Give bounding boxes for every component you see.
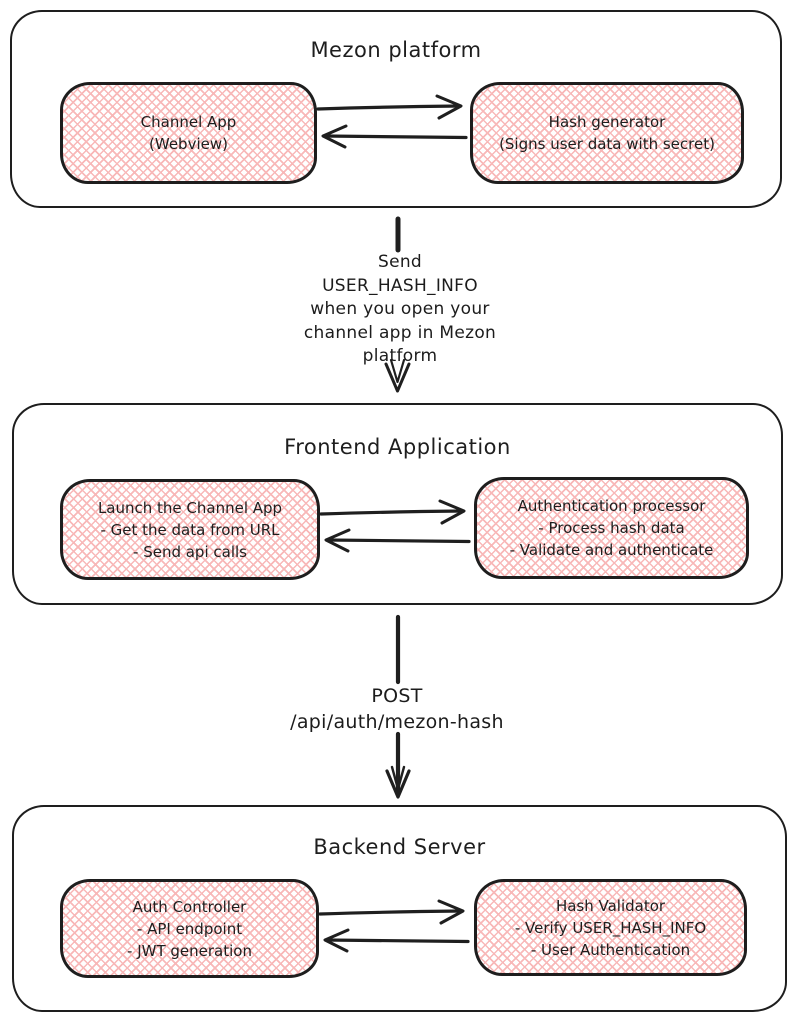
node-text-line: Hash Validator xyxy=(555,896,666,915)
node-text-line: Hash generator xyxy=(548,113,666,131)
node-text-line: - API endpoint xyxy=(136,919,243,938)
authentication-processor-node: Authentication processor - Process hash … xyxy=(474,477,749,579)
hash-generator-node: Hash generator (Signs user data with sec… xyxy=(470,82,744,184)
launch-channel-app-node: Launch the Channel App - Get the data fr… xyxy=(60,479,320,580)
node-text-line: Channel App xyxy=(140,113,237,131)
arrow-left-shaft xyxy=(322,134,468,140)
arrow-down-head-inner xyxy=(390,765,406,791)
connector-arrow-post-hash xyxy=(385,614,411,799)
connector-label-line: when you open your xyxy=(310,299,490,319)
mezon-platform-container: Mezon platform Channel App (Webview) Has… xyxy=(10,10,782,208)
node-text-line: Launch the Channel App xyxy=(97,498,283,517)
arrow-left-head-icon xyxy=(323,928,350,953)
arrow-down-head-icon xyxy=(385,769,411,799)
connector-label-line: Send xyxy=(377,252,422,272)
section-title-mezon-platform: Mezon platform xyxy=(310,38,482,62)
backend-server-container: Backend Server Auth Controller - API end… xyxy=(12,805,787,1012)
node-text-line: - User Authentication xyxy=(530,940,691,959)
connector-label-send-hash: Send USER_HASH_INFO when you open your c… xyxy=(270,251,530,369)
connector-label-post-endpoint: POST /api/auth/mezon-hash xyxy=(267,683,527,735)
node-text-line: - JWT generation xyxy=(127,941,252,960)
arrow-right-shaft xyxy=(319,509,465,516)
arrow-left-shaft xyxy=(324,938,470,944)
connector-arrow-send-hash xyxy=(384,216,411,393)
node-text-line: - Send api calls xyxy=(133,542,247,561)
arrow-right-shaft xyxy=(318,909,464,916)
arrow-right-shaft xyxy=(316,104,462,111)
hash-validator-node: Hash Validator - Verify USER_HASH_INFO -… xyxy=(474,879,747,976)
arrow-left-head-icon xyxy=(324,528,351,553)
arrow-down-head-inner xyxy=(389,358,406,384)
connector-label-line: POST xyxy=(371,685,423,707)
arrow-right-head-icon xyxy=(437,899,465,925)
node-text-line: (Webview) xyxy=(149,135,228,153)
section-title-frontend-application: Frontend Application xyxy=(284,435,511,459)
connector-label-line: /api/auth/mezon-hash xyxy=(290,711,504,733)
node-text-line: Auth Controller xyxy=(132,897,247,916)
node-text-line: - Process hash data xyxy=(538,519,685,537)
connector-label-line: channel app in Mezon xyxy=(303,322,497,343)
channel-app-node: Channel App (Webview) xyxy=(60,82,317,184)
connector-label-line: USER_HASH_INFO xyxy=(322,275,478,296)
node-text-line: - Verify USER_HASH_INFO xyxy=(514,918,707,937)
node-text-line: Authentication processor xyxy=(517,497,706,515)
section-title-backend-server: Backend Server xyxy=(313,835,486,859)
arrow-left-shaft xyxy=(325,538,471,544)
mezon-double-arrow xyxy=(316,94,468,149)
frontend-double-arrow xyxy=(319,499,471,553)
frontend-application-container: Frontend Application Launch the Channel … xyxy=(12,403,783,605)
node-text-line: (Signs user data with secret) xyxy=(499,135,715,153)
arrow-left-head-icon xyxy=(321,124,348,149)
connector-label-line: platform xyxy=(362,346,438,366)
arrow-down-head-icon xyxy=(384,362,411,393)
auth-controller-node: Auth Controller - API endpoint - JWT gen… xyxy=(60,879,319,978)
backend-double-arrow xyxy=(318,899,470,953)
arrow-right-head-icon xyxy=(435,94,463,120)
node-text-line: - Validate and authenticate xyxy=(509,541,714,559)
node-text-line: - Get the data from URL xyxy=(100,520,280,539)
arrow-right-head-icon xyxy=(438,499,466,525)
